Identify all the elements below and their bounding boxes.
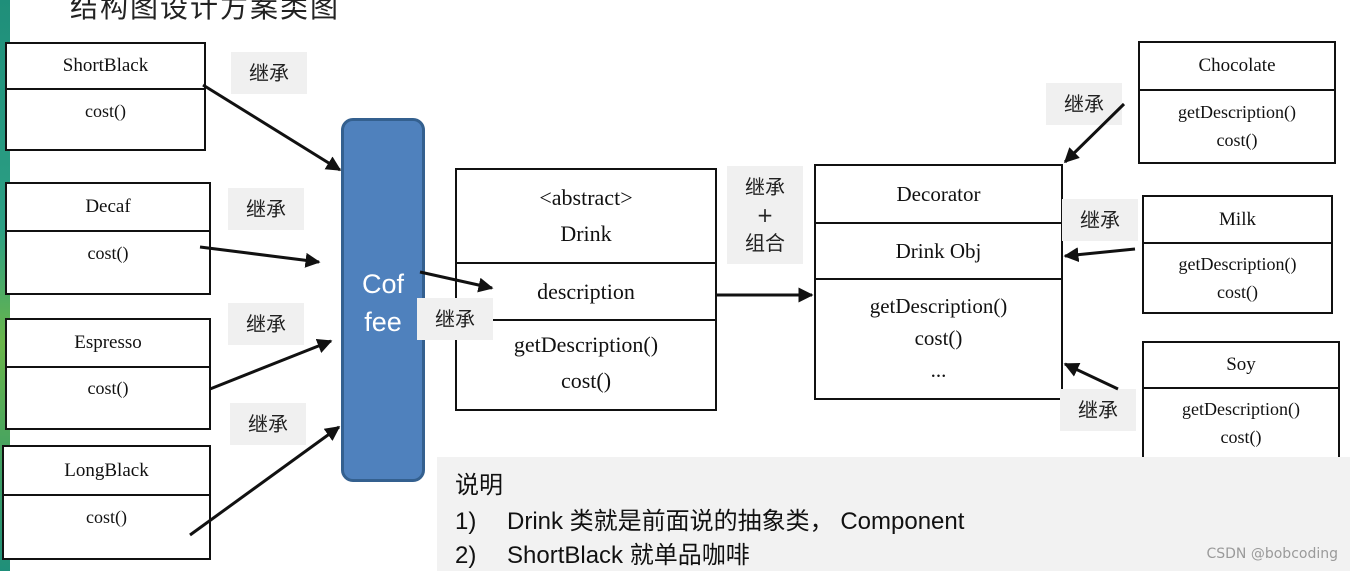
class-name: LongBlack — [64, 459, 149, 481]
label-inherit-espresso: 继承 — [228, 303, 304, 345]
class-name: Espresso — [74, 332, 142, 353]
label-inherit-compose-line1: 继承 — [745, 175, 785, 199]
class-shortblack: ShortBlack cost() — [5, 42, 206, 151]
note-title: 说明 — [455, 472, 503, 499]
arrow-decaf-to-coffee — [199, 245, 321, 268]
header-partial-text: 结构图设计方案类图 — [70, 0, 341, 24]
class-decaf: Decaf cost() — [5, 182, 211, 295]
decorator-method: getDescription() — [869, 293, 1008, 318]
decorator-methods: getDescription() cost() ... — [816, 278, 1061, 395]
class-name: Milk — [1219, 208, 1256, 230]
note-item: 1) Drink 类就是前面说的抽象类， Component — [455, 501, 964, 536]
note-item-number: 2) — [455, 542, 477, 569]
decorator-field: Drink Obj — [816, 222, 1061, 278]
class-name: ShortBlack — [62, 55, 149, 76]
note-item: 2) ShortBlack 就单品咖啡 — [455, 535, 750, 570]
class-name: Chocolate — [1198, 55, 1276, 76]
drink-method: getDescription() — [513, 332, 659, 357]
label-inherit-soy: 继承 — [1060, 389, 1136, 431]
class-methods: getDescription() cost() — [1140, 89, 1334, 161]
label-inherit-coffee: 继承 — [417, 298, 493, 340]
label-inherit-milk: 继承 — [1062, 199, 1138, 241]
label-inherit-compose: 继承 + 组合 — [727, 166, 803, 264]
class-method: cost() — [1216, 130, 1258, 150]
drink-method: cost() — [560, 368, 612, 393]
arrow-longblack-to-coffee — [189, 425, 341, 537]
class-decorator: Decorator Drink Obj getDescription() cos… — [814, 164, 1063, 400]
label-inherit-compose-line2: + — [756, 203, 774, 227]
class-soy: Soy getDescription() cost() — [1142, 341, 1340, 459]
drink-name: Drink — [560, 221, 612, 246]
coffee-class-label: Cof fee — [341, 265, 425, 341]
class-longblack: LongBlack cost() — [2, 445, 211, 560]
class-method: cost() — [1217, 281, 1258, 302]
decorator-method: cost() — [914, 325, 963, 350]
coffee-label-line1: Cof — [361, 269, 405, 299]
note-item-text: Drink 类就是前面说的抽象类， Component — [507, 508, 965, 535]
arrow-espresso-to-coffee — [209, 339, 333, 391]
drink-methods: getDescription() cost() — [457, 319, 715, 405]
arrow-milk-to-decorator — [1063, 247, 1136, 263]
note-item-text: ShortBlack 就单品咖啡 — [507, 542, 750, 569]
class-method: cost() — [1220, 427, 1262, 447]
drink-header: <abstract> Drink — [457, 170, 715, 262]
class-methods: getDescription() cost() — [1144, 242, 1331, 311]
class-chocolate: Chocolate getDescription() cost() — [1138, 41, 1336, 164]
decorator-name: Decorator — [896, 181, 981, 206]
class-method: getDescription() — [1182, 399, 1300, 419]
class-espresso: Espresso cost() — [5, 318, 211, 430]
decorator-method: ... — [930, 357, 947, 382]
explanation-note: 说明 1) Drink 类就是前面说的抽象类， Component 2) Short… — [437, 457, 1350, 571]
class-name: Soy — [1226, 354, 1256, 375]
arrow-soy-to-decorator — [1063, 362, 1119, 391]
class-method: cost() — [4, 494, 209, 539]
watermark: CSDN @bobcoding — [1206, 546, 1338, 562]
drink-stereotype: <abstract> — [539, 185, 633, 210]
label-inherit-longblack: 继承 — [230, 403, 306, 445]
arrow-chocolate-to-decorator — [1063, 102, 1126, 164]
label-inherit-compose-line3: 组合 — [745, 231, 785, 255]
class-method: getDescription() — [1178, 253, 1297, 274]
coffee-class-block — [341, 118, 425, 482]
coffee-label-line2: fee — [364, 307, 402, 337]
arrow-coffee-to-drink — [419, 270, 494, 293]
arrow-shortblack-to-coffee — [202, 83, 342, 172]
class-drink: <abstract> Drink description getDescript… — [455, 168, 717, 411]
drink-field: description — [457, 262, 715, 319]
label-inherit-decaf: 继承 — [228, 188, 304, 230]
class-method: cost() — [7, 230, 209, 274]
label-inherit-shortblack: 继承 — [231, 52, 307, 94]
class-method: cost() — [7, 88, 204, 132]
class-method: cost() — [7, 366, 209, 408]
class-name: Decaf — [85, 196, 131, 217]
class-method: getDescription() — [1178, 102, 1296, 122]
note-item-number: 1) — [455, 508, 477, 535]
class-milk: Milk getDescription() cost() — [1142, 195, 1333, 314]
class-methods: getDescription() cost() — [1144, 387, 1338, 457]
